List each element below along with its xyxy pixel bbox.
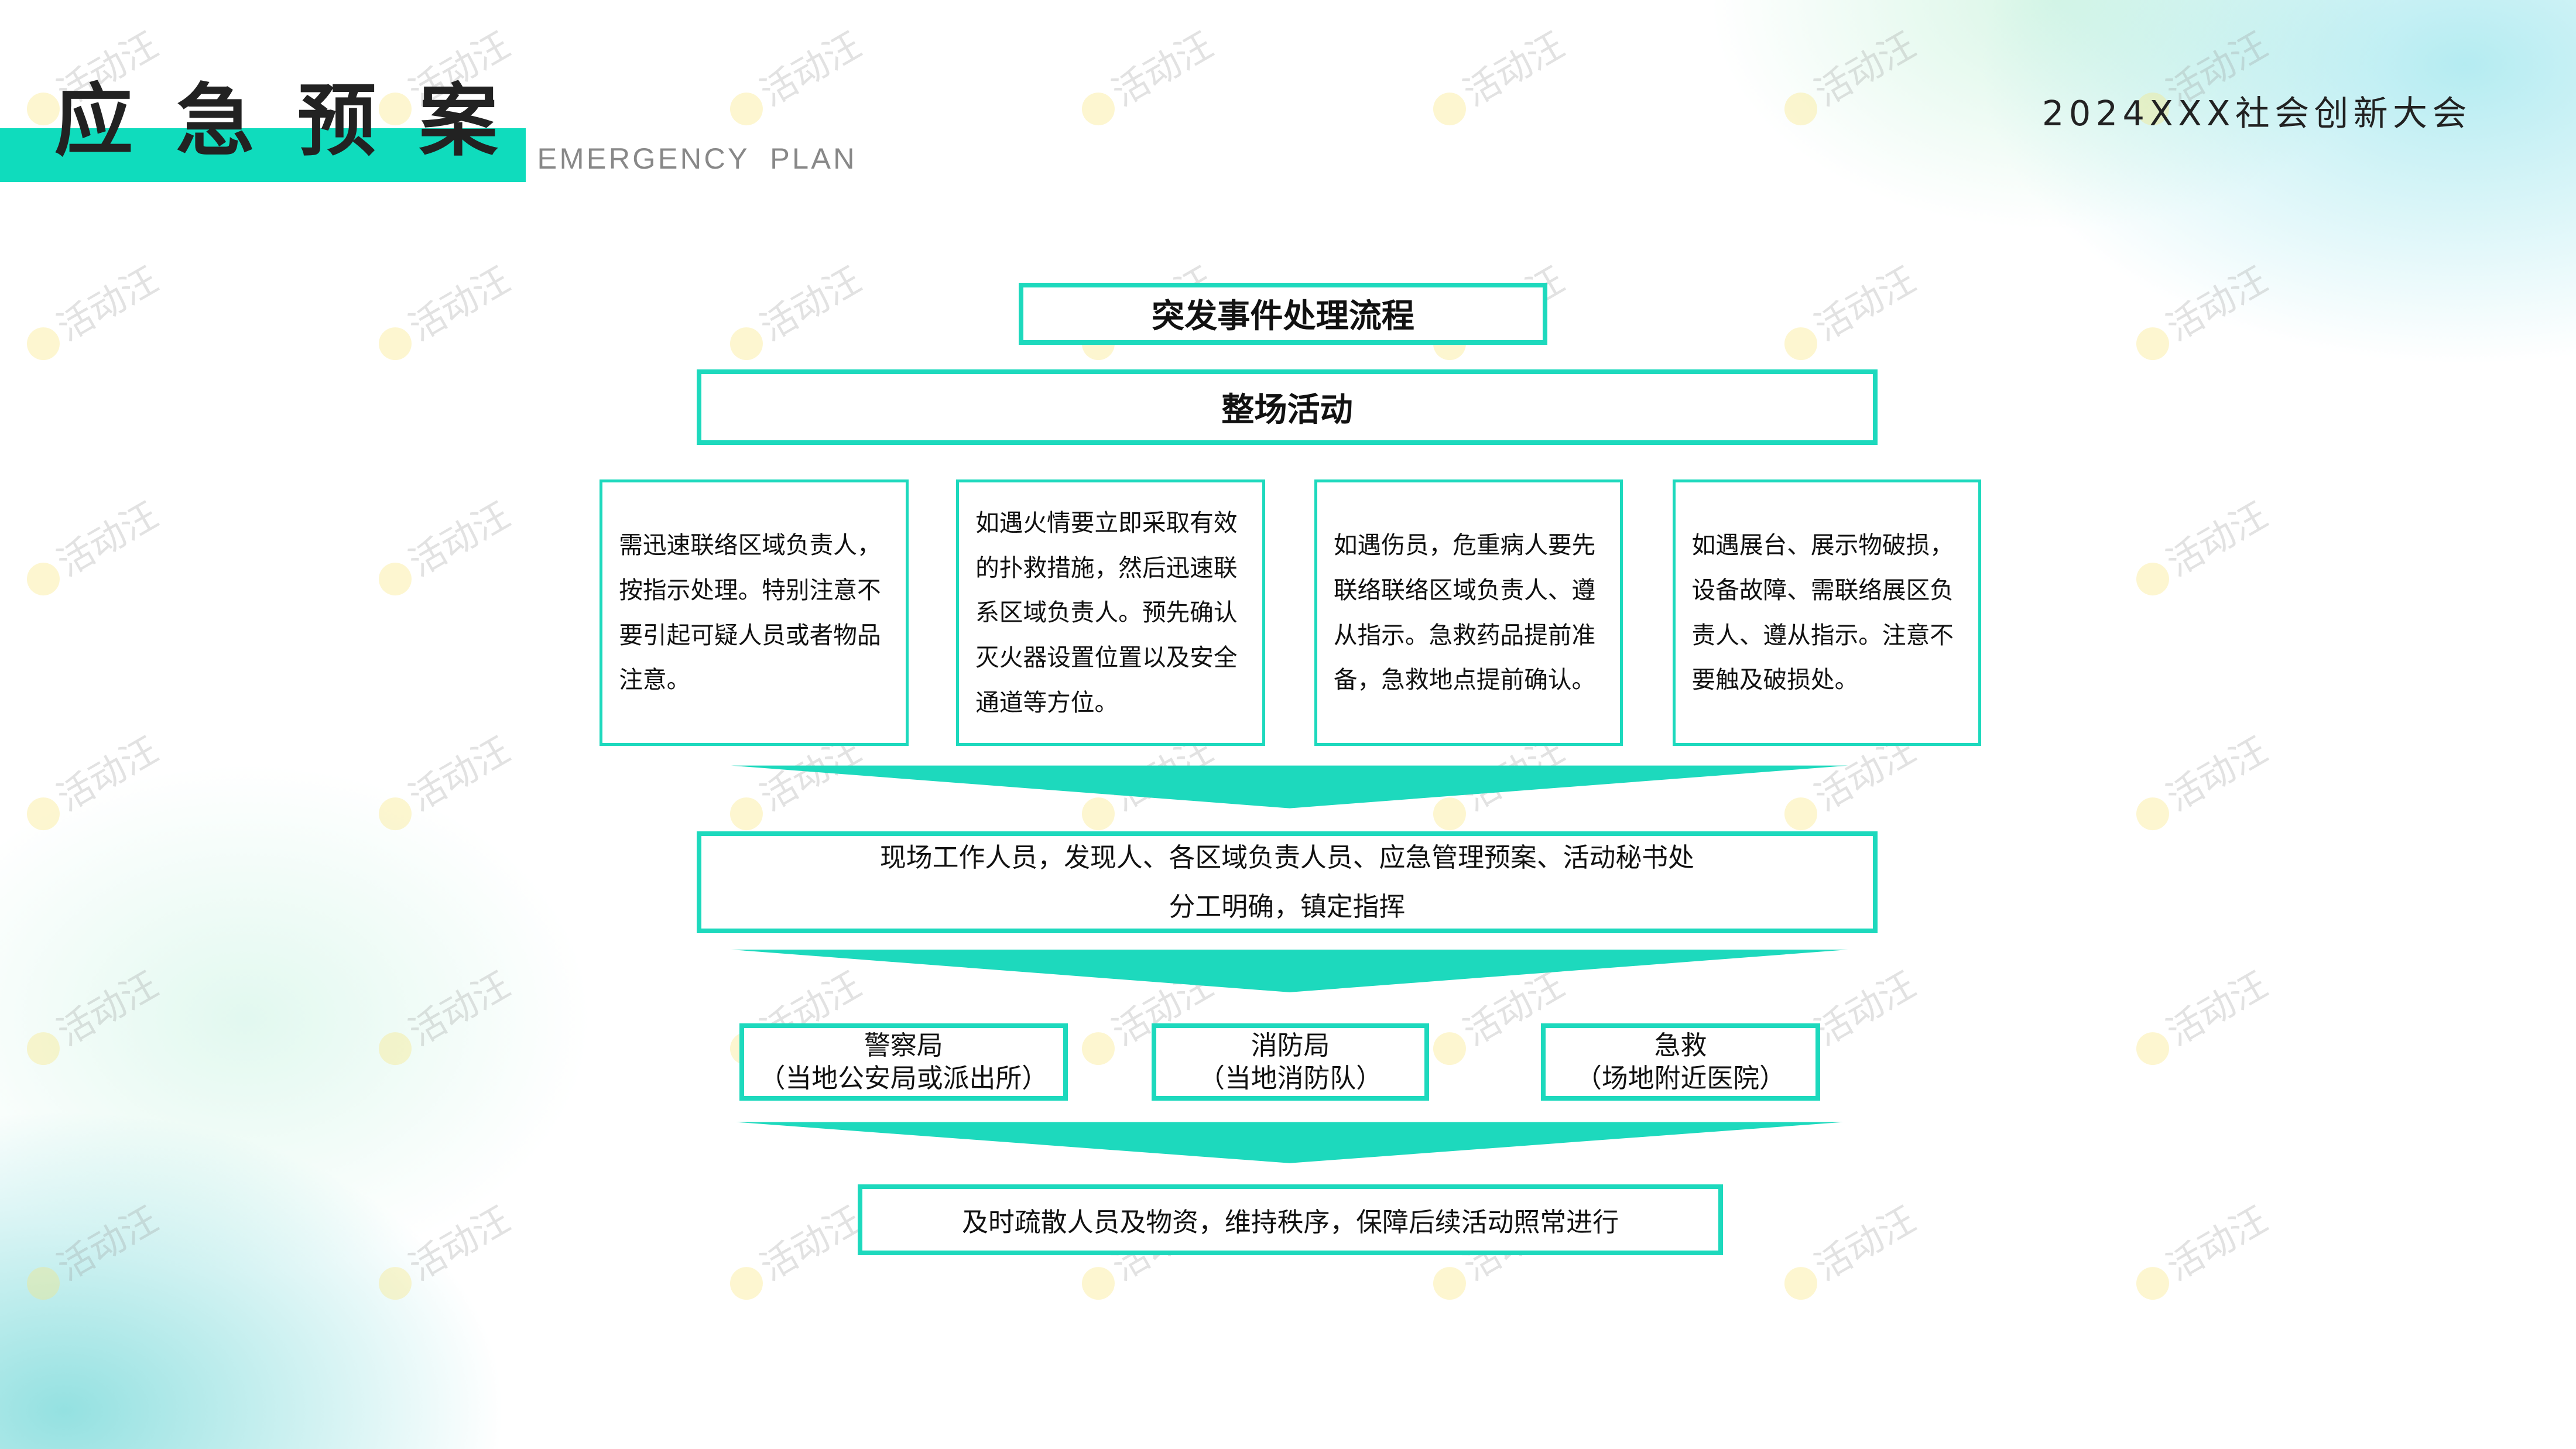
scenario-text: 如遇伤员，危重病人要先联络联络区域负责人、遵从指示。急救药品提前准备，急救地点提… (1333, 531, 1596, 694)
agency-name: 警察局 (864, 1029, 943, 1061)
flow-arrow-3 (736, 1122, 1844, 1163)
agency-name: 消防局 (1251, 1029, 1330, 1061)
scenario-card-1: 需迅速联络区域负责人，按指示处理。特别注意不要引起可疑人员或者物品注意。 (600, 479, 909, 746)
scenario-text: 需迅速联络区域负责人，按指示处理。特别注意不要引起可疑人员或者物品注意。 (619, 531, 881, 694)
agency-detail: （当地公安局或派出所） (759, 1063, 1049, 1094)
title-accent-bar (0, 128, 526, 183)
scenario-card-3: 如遇伤员，危重病人要先联络联络区域负责人、遵从指示。急救药品提前准备，急救地点提… (1314, 479, 1623, 746)
agency-police: 警察局 （当地公安局或派出所） (739, 1023, 1068, 1101)
scenario-card-4: 如遇展台、展示物破损，设备故障、需联络展区负责人、遵从指示。注意不要触及破损处。 (1672, 479, 1982, 746)
scope-box: 整场活动 (696, 369, 1878, 446)
agency-detail: （当地消防队） (1198, 1063, 1383, 1094)
agency-detail: （场地附近医院） (1575, 1063, 1786, 1094)
coordination-line-1: 现场工作人员，发现人、各区域负责人员、应急管理预案、活动秘书处 (879, 841, 1695, 873)
flow-arrow-1 (731, 765, 1848, 809)
final-action-box: 及时疏散人员及物资，维持秩序，保障后续活动照常进行 (857, 1184, 1724, 1255)
scenario-text: 如遇展台、展示物破损，设备故障、需联络展区负责人、遵从指示。注意不要触及破损处。 (1691, 531, 1954, 694)
flow-heading: 突发事件处理流程 (1152, 297, 1414, 336)
page-subtitle: EMERGENCY PLAN (537, 142, 857, 176)
agency-ambulance: 急救 （场地附近医院） (1541, 1023, 1821, 1101)
agency-fire: 消防局 （当地消防队） (1152, 1023, 1430, 1101)
scenario-text: 如遇火情要立即采取有效的扑救措施，然后迅速联系区域负责人。预先确认灭火器设置位置… (975, 509, 1238, 717)
flow-arrow-2 (731, 949, 1848, 992)
agency-name: 急救 (1654, 1029, 1707, 1061)
scope-label: 整场活动 (1221, 391, 1353, 430)
final-action: 及时疏散人员及物资，维持秩序，保障后续活动照常进行 (962, 1206, 1619, 1238)
page-title: 应急预案 (54, 75, 541, 167)
coordination-line-2: 分工明确，镇定指挥 (1169, 890, 1406, 922)
coordination-box: 现场工作人员，发现人、各区域负责人员、应急管理预案、活动秘书处 分工明确，镇定指… (696, 831, 1878, 933)
event-name: 2024XXX社会创新大会 (2041, 93, 2472, 133)
scenario-card-2: 如遇火情要立即采取有效的扑救措施，然后迅速联系区域负责人。预先确认灭火器设置位置… (956, 479, 1265, 746)
flow-heading-box: 突发事件处理流程 (1018, 282, 1548, 345)
